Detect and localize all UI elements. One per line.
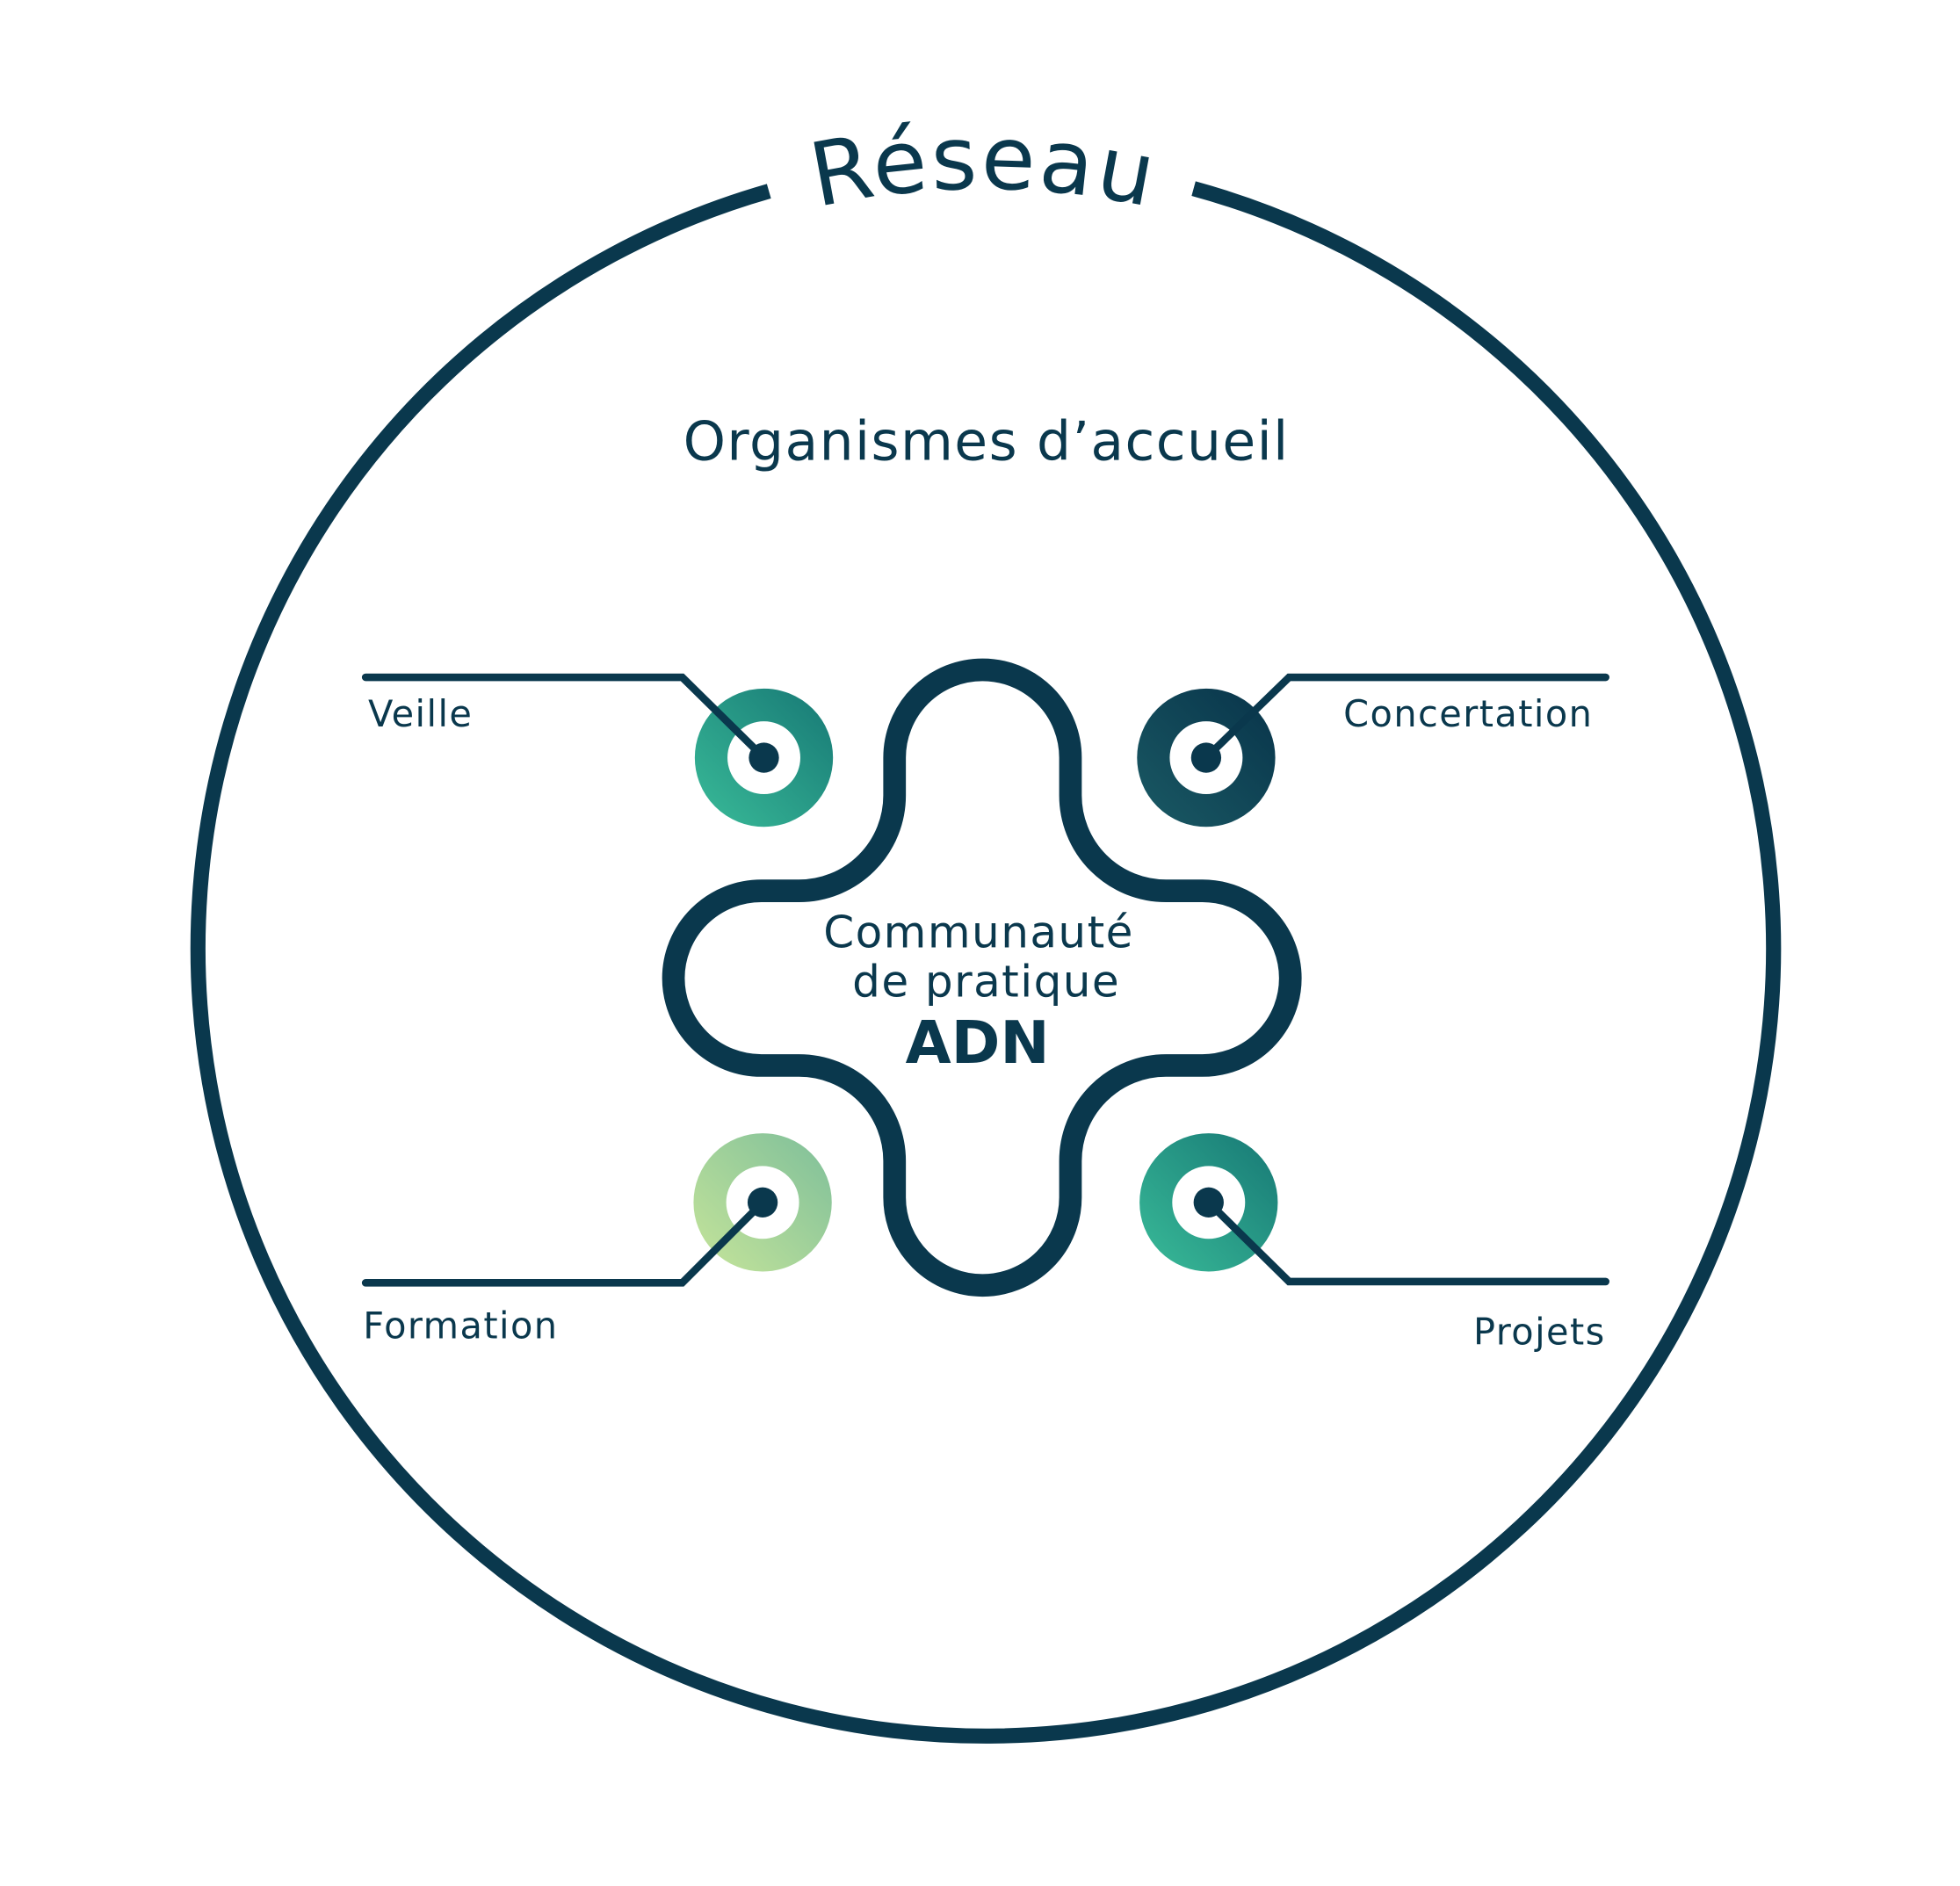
network-circle: [190, 181, 1782, 1744]
target-icon: [694, 688, 834, 827]
center-line-3: ADN: [906, 1008, 1050, 1077]
connector-line: [1204, 1198, 1609, 1286]
node-veille: Veille: [361, 673, 834, 827]
subtitle: Organismes d’accueil: [683, 410, 1290, 473]
target-dot: [1190, 742, 1222, 773]
target-icon: [1139, 1133, 1278, 1272]
connector-line: [361, 1198, 767, 1287]
label-veille: Veille: [368, 693, 473, 735]
target-dot: [747, 1187, 778, 1218]
target-icon: [693, 1133, 832, 1272]
label-projets: Projets: [1473, 1311, 1606, 1353]
target-dot: [749, 742, 779, 773]
node-projets: Projets: [1139, 1133, 1609, 1353]
community-cross-shape: [662, 658, 1302, 1297]
node-concertation: Concertation: [1137, 673, 1609, 827]
target-dot: [1193, 1187, 1224, 1218]
center-line-1: Communauté: [823, 907, 1134, 958]
connector-line: [361, 673, 768, 762]
connector-line: [1202, 673, 1609, 762]
center-line-2: de pratique: [852, 956, 1120, 1007]
title: Réseau: [802, 106, 1165, 228]
label-concertation: Concertation: [1343, 693, 1593, 735]
label-formation: Formation: [363, 1304, 558, 1347]
node-formation: Formation: [361, 1133, 832, 1347]
target-icon: [1137, 688, 1276, 827]
